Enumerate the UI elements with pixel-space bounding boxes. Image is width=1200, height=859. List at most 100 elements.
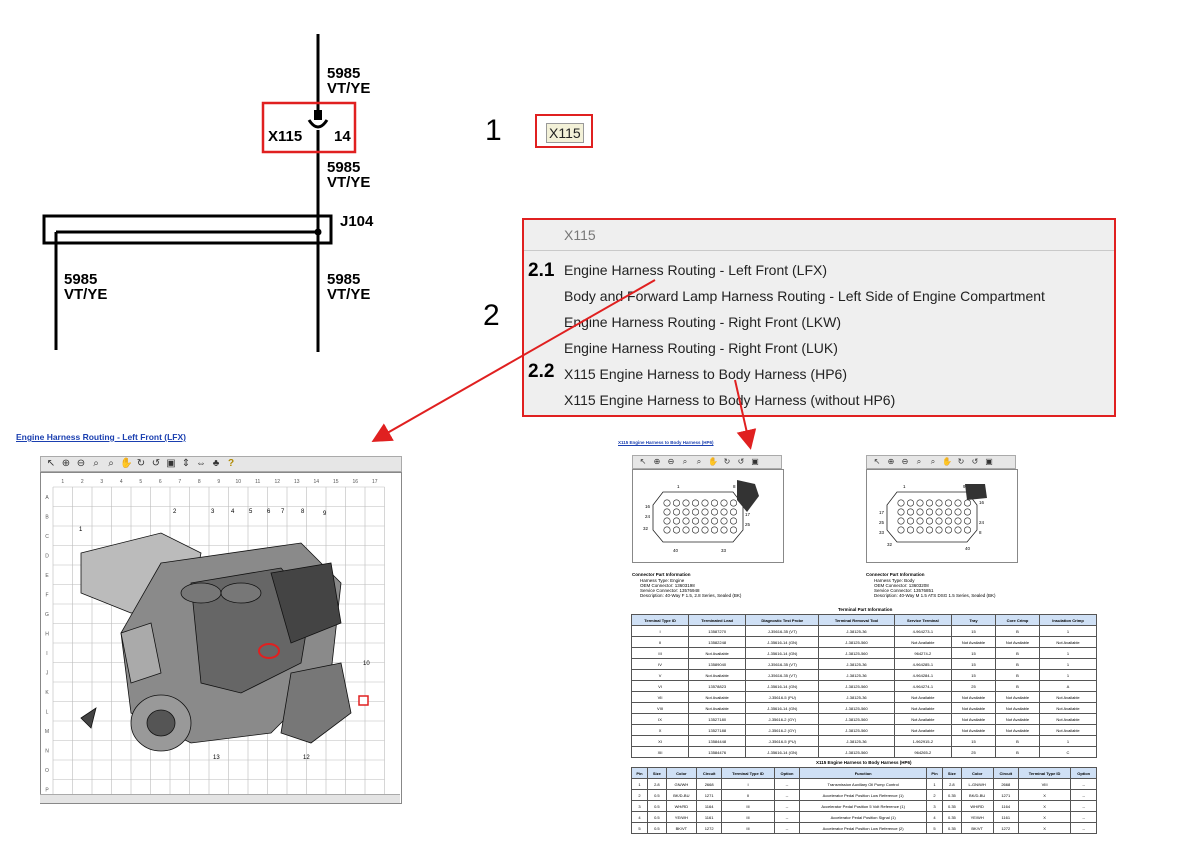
step-1-label: 1 <box>485 114 502 147</box>
menu-item-hp6[interactable]: X115 Engine Harness to Body Harness (HP6… <box>564 366 847 382</box>
fit-width-icon[interactable]: ⇔ <box>196 458 206 469</box>
rotate-right-icon[interactable]: ↻ <box>136 458 146 469</box>
select-tool-icon[interactable]: ↖ <box>46 458 56 469</box>
help-icon[interactable]: ? <box>227 458 235 469</box>
left-panel-title[interactable]: Engine Harness Routing - Left Front (LFX… <box>16 432 186 442</box>
table-cell: -- <box>773 811 801 823</box>
zoom-area-icon[interactable]: ⌕ <box>930 457 936 466</box>
table-cell: 3 <box>926 800 944 812</box>
table-cell: Not Available <box>893 724 952 736</box>
table-cell: 1272 <box>992 822 1019 834</box>
table-cell: J-35616-35 (VT) <box>745 658 820 670</box>
connector-pin-cavity <box>720 508 728 516</box>
select-tool-icon[interactable]: ↖ <box>639 457 647 466</box>
table-cell: 1 <box>1039 658 1097 670</box>
rotate-left-icon[interactable]: ↺ <box>971 457 979 466</box>
table-cell: X <box>630 724 690 736</box>
table-cell: J-38125-560 <box>818 746 895 758</box>
table-cell: 13578823 <box>688 680 747 692</box>
fit-height-icon[interactable]: ⇕ <box>181 458 191 469</box>
zoom-icon[interactable]: ⌕ <box>682 457 688 466</box>
table-cell: 2.8 <box>647 778 667 790</box>
engine-callout-label: 9 <box>323 511 327 517</box>
right-connector-info: Harness Type: Body OEM Connector: 136032… <box>874 578 996 598</box>
hierarchy-icon[interactable]: ♣ <box>212 458 220 469</box>
select-tool-icon[interactable]: ↖ <box>873 457 881 466</box>
table-cell: J-35616-14 (GN) <box>745 636 820 648</box>
connector-pin-cavity <box>701 517 709 525</box>
zoom-icon[interactable]: ⌕ <box>93 458 99 469</box>
connector-callout-marker[interactable] <box>358 695 369 706</box>
x115-link-box[interactable]: X115 <box>535 114 593 148</box>
fit-page-icon[interactable]: ▣ <box>751 457 759 466</box>
connector-highlight-box[interactable] <box>261 101 357 154</box>
connector-pin-cavity <box>682 508 690 516</box>
table-cell: -- <box>1070 811 1097 823</box>
table-cell: 4-964285-1 <box>893 658 952 670</box>
engine-illustration <box>80 532 352 752</box>
zoom-out-icon[interactable]: ⊖ <box>76 458 86 469</box>
menu-item-without-hp6[interactable]: X115 Engine Harness to Body Harness (wit… <box>564 392 896 408</box>
zoom-area-icon[interactable]: ⌕ <box>696 457 702 466</box>
table-header-cell: Color <box>665 767 698 779</box>
grid-column-label: 2 <box>81 479 84 485</box>
table-cell: 13589040 <box>688 658 747 670</box>
zoom-in-icon[interactable]: ⊕ <box>61 458 71 469</box>
grid-row-label: H <box>45 631 49 637</box>
table-cell: 15 <box>950 658 996 670</box>
x115-link-button[interactable]: X115 <box>546 123 584 143</box>
connector-pin-cavity <box>730 499 738 507</box>
zoom-in-icon[interactable]: ⊕ <box>653 457 661 466</box>
table-cell: V <box>630 669 690 681</box>
table-cell: VIII <box>630 702 690 714</box>
pan-hand-icon[interactable]: ✋ <box>708 457 718 466</box>
grid-row-label: J <box>46 670 49 676</box>
table-cell: Not Available <box>1039 724 1097 736</box>
connector-pin-label: 24 <box>645 514 651 519</box>
fit-page-icon[interactable]: ▣ <box>166 458 176 469</box>
fit-page-icon[interactable]: ▣ <box>985 457 993 466</box>
connector-pin-label: 17 <box>879 510 885 515</box>
connector-highlight-circle[interactable] <box>258 643 280 659</box>
rotate-left-icon[interactable]: ↺ <box>151 458 161 469</box>
rotate-left-icon[interactable]: ↺ <box>737 457 745 466</box>
zoom-out-icon[interactable]: ⊖ <box>667 457 675 466</box>
table-cell: Not Available <box>688 669 747 681</box>
table-cell: 13582248 <box>688 636 747 648</box>
left-panel-scrollbar[interactable] <box>40 794 400 803</box>
table-cell: III <box>721 800 775 812</box>
table-header-cell: Terminal Type ID <box>630 614 690 626</box>
table-cell: Not Available <box>994 691 1041 703</box>
table-header-cell: Circuit <box>992 767 1019 779</box>
grid-row-label: L <box>46 709 49 715</box>
zoom-in-icon[interactable]: ⊕ <box>887 457 895 466</box>
info-line: Description: 40-Way F 1.5, 2.8 Series, S… <box>640 593 742 598</box>
menu-item-luk[interactable]: Engine Harness Routing - Right Front (LU… <box>564 340 838 356</box>
connector-pin-cavity <box>964 508 972 516</box>
pan-hand-icon[interactable]: ✋ <box>120 458 133 469</box>
connector-pin-cavity <box>945 508 953 516</box>
right-panel-title[interactable]: X115 Engine Harness to Body Harness (HP6… <box>618 440 714 445</box>
connector-pin-cavity <box>935 526 943 534</box>
table-cell: -- <box>1070 800 1097 812</box>
pan-hand-icon[interactable]: ✋ <box>942 457 952 466</box>
menu-item-lfx[interactable]: Engine Harness Routing - Left Front (LFX… <box>564 262 828 278</box>
menu-item-lkw[interactable]: Engine Harness Routing - Right Front (LK… <box>564 314 841 330</box>
zoom-out-icon[interactable]: ⊖ <box>901 457 909 466</box>
table-cell: 4-964273-1 <box>893 625 952 637</box>
grid-column-label: 10 <box>235 479 241 485</box>
rotate-right-icon[interactable]: ↻ <box>723 457 731 466</box>
table-cell: 0.35 <box>942 800 962 812</box>
zoom-area-icon[interactable]: ⌕ <box>108 458 114 469</box>
rotate-right-icon[interactable]: ↻ <box>957 457 965 466</box>
table-cell: 4-964284-1 <box>893 669 952 681</box>
zoom-icon[interactable]: ⌕ <box>916 457 922 466</box>
splice-id-label: J104 <box>340 213 374 230</box>
info-line: Service Connector: 13576851 <box>874 588 934 593</box>
table-header-cell: Size <box>647 767 667 779</box>
connector-pin-cavity <box>925 499 933 507</box>
menu-item-body-forward-lamp[interactable]: Body and Forward Lamp Harness Routing - … <box>564 288 1045 304</box>
